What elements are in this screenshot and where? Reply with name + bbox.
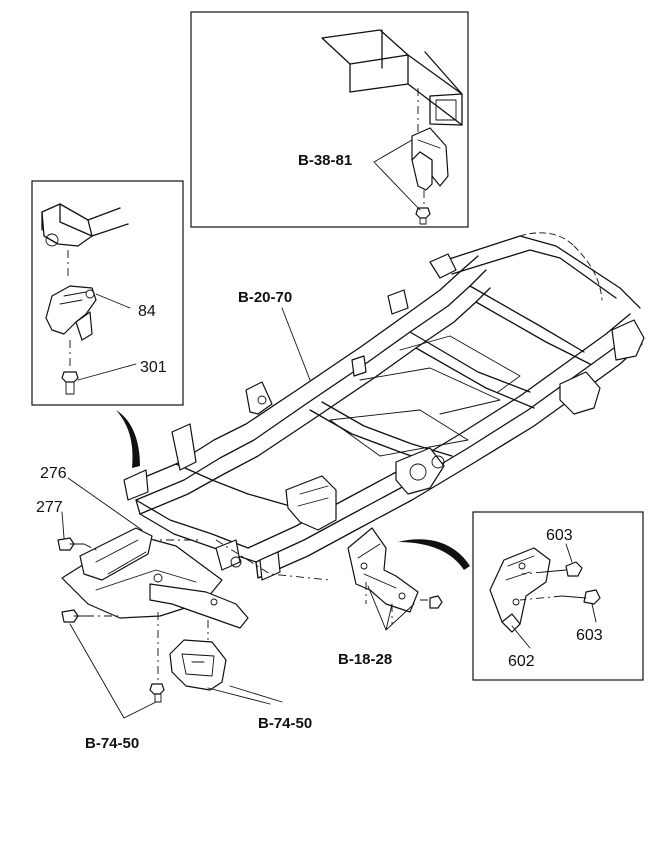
label-b-74-50-right: B-74-50 — [258, 715, 312, 732]
pointer-arrow-left — [116, 410, 140, 468]
part-number-277: 277 — [36, 499, 63, 516]
part-number-84: 84 — [138, 303, 156, 320]
label-b-74-50-left: B-74-50 — [85, 735, 139, 752]
label-b-38-81: B-38-81 — [298, 152, 352, 169]
pointer-arrow-right — [398, 539, 470, 570]
label-b-20-70: B-20-70 — [238, 289, 292, 306]
chassis-frame: B-20-70 — [123, 232, 645, 581]
part-number-276: 276 — [40, 465, 67, 482]
part-number-603-top: 603 — [546, 527, 573, 544]
detail-box-b3881: B-38-81 — [190, 11, 469, 228]
part-number-301: 301 — [140, 359, 167, 376]
part-number-602: 602 — [508, 653, 535, 670]
bracket-b1828: B-18-28 — [338, 527, 443, 668]
detail-box-602-603: 603 603 602 — [472, 511, 644, 681]
label-b-18-28: B-18-28 — [338, 651, 392, 668]
detail-box-84-301: 84 301 — [31, 180, 184, 406]
part-number-603-bottom: 603 — [576, 627, 603, 644]
skid-plate-assembly: 276 277 B-74-50 B-74-50 — [36, 465, 312, 752]
